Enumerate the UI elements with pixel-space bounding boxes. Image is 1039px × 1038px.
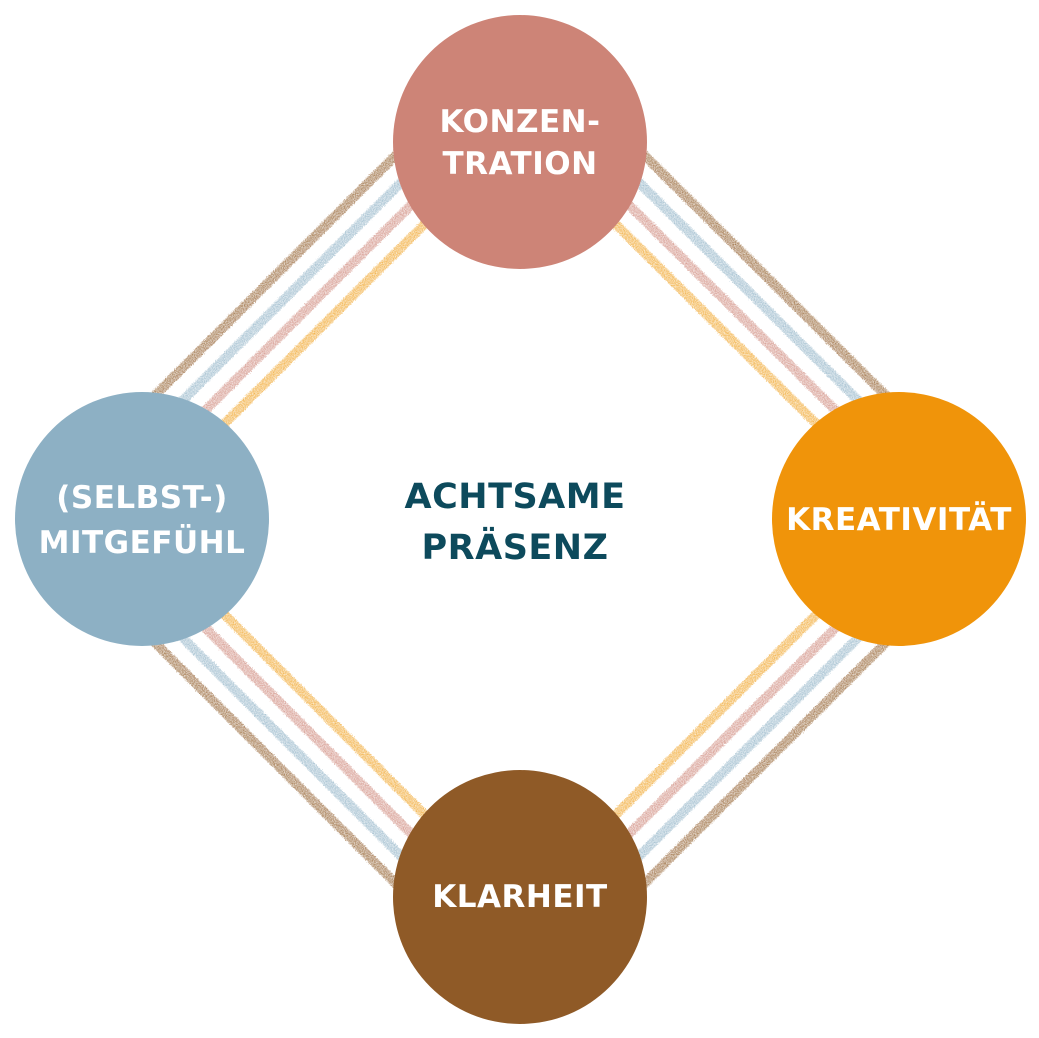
node-kreativitaet-circle: [772, 392, 1026, 646]
node-konzentration-label-line2: TRATION: [442, 146, 597, 182]
node-klarheit: KLARHEIT: [393, 770, 647, 1024]
center-title: ACHTSAME PRÄSENZ: [405, 477, 626, 568]
node-konzentration-label-line1: KONZEN-: [440, 104, 601, 140]
node-konzentration: KONZEN- TRATION: [393, 15, 647, 269]
node-mitgefuehl-circle: [15, 392, 269, 646]
node-konzentration-circle: [393, 15, 647, 269]
center-title-line2: PRÄSENZ: [422, 526, 609, 568]
node-kreativitaet: KREATIVITÄT: [772, 392, 1026, 646]
node-mitgefuehl-label-line2: MITGEFÜHL: [39, 524, 246, 561]
node-mitgefuehl-label-line1: (SELBST-): [56, 480, 228, 516]
node-klarheit-label: KLARHEIT: [432, 879, 607, 915]
node-klarheit-circle: [393, 770, 647, 1024]
node-kreativitaet-label: KREATIVITÄT: [786, 502, 1012, 538]
node-mitgefuehl: (SELBST-) MITGEFÜHL: [15, 392, 269, 646]
center-title-line1: ACHTSAME: [405, 477, 626, 517]
